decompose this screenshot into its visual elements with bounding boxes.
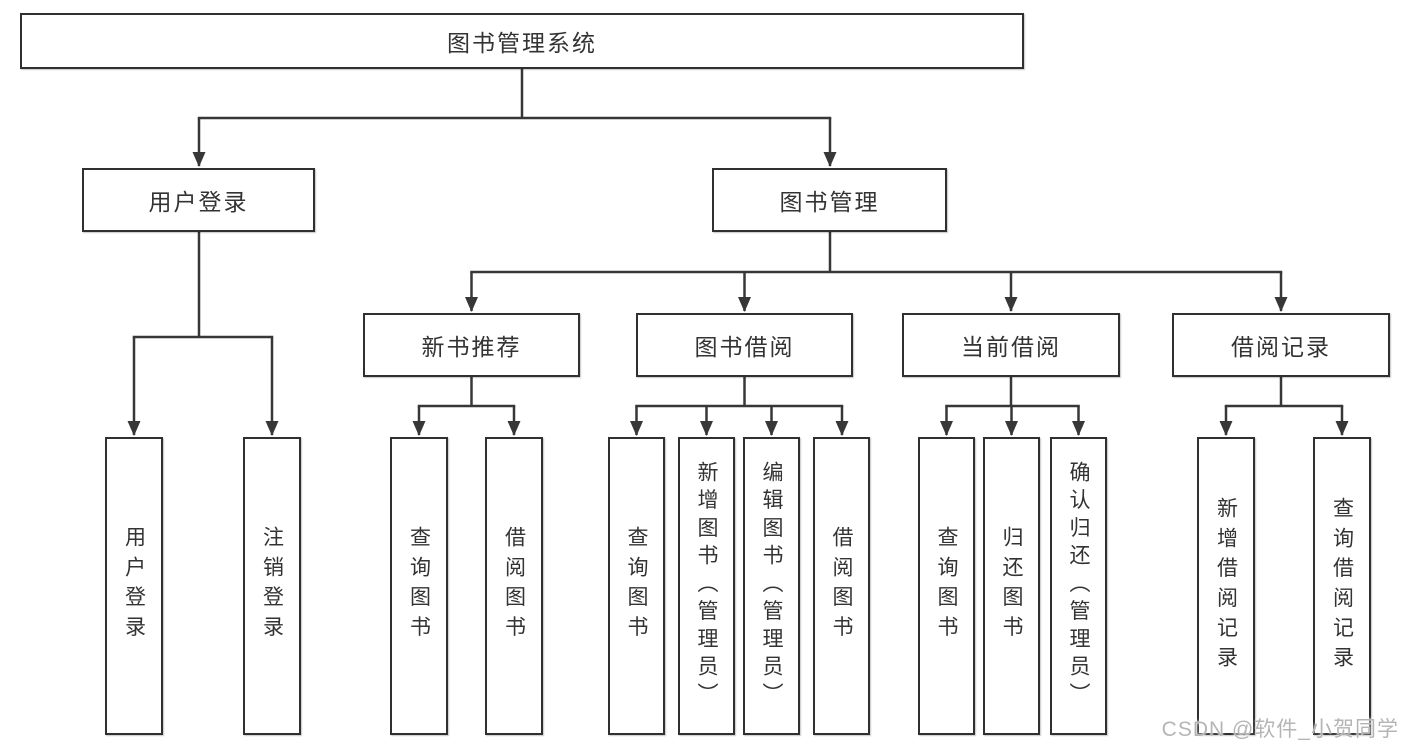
node-label: 图书借阅 bbox=[694, 334, 795, 360]
leaf-label: 编辑图书（管理员） bbox=[760, 461, 783, 711]
node-root-system: 图书管理系统 bbox=[20, 13, 1024, 69]
leaf-borrow-add-admin: 新增图书（管理员） bbox=[678, 437, 735, 735]
leaf-records-query: 查询借阅记录 bbox=[1313, 437, 1371, 735]
node-label: 图书管理 bbox=[779, 189, 880, 215]
edges-book-management-to-level3 bbox=[465, 232, 1288, 312]
leaf-label: 注销登录 bbox=[260, 526, 284, 646]
node-new-book-recommend: 新书推荐 bbox=[363, 313, 580, 377]
leaf-label: 查询图书 bbox=[625, 526, 648, 646]
leaf-records-add: 新增借阅记录 bbox=[1197, 437, 1255, 735]
leaf-newbooks-query: 查询图书 bbox=[390, 437, 448, 735]
edges-new-books-to-leaves bbox=[412, 377, 521, 436]
node-label: 借阅记录 bbox=[1231, 334, 1331, 360]
leaf-user-login: 用户登录 bbox=[105, 437, 163, 735]
leaf-borrow-edit-admin: 编辑图书（管理员） bbox=[743, 437, 800, 735]
leaf-current-return: 归还图书 bbox=[983, 437, 1040, 735]
leaf-logout: 注销登录 bbox=[243, 437, 301, 735]
node-label: 新书推荐 bbox=[421, 334, 522, 360]
leaf-current-confirm-admin: 确认归还（管理员） bbox=[1050, 437, 1107, 735]
leaf-label: 借阅图书 bbox=[502, 526, 526, 646]
edges-user-login-to-leaves bbox=[127, 232, 279, 436]
node-borrow-records: 借阅记录 bbox=[1172, 313, 1390, 377]
node-label: 当前借阅 bbox=[961, 334, 1061, 360]
leaf-label: 归还图书 bbox=[1000, 526, 1023, 646]
node-book-borrow: 图书借阅 bbox=[636, 313, 853, 377]
leaf-label: 新增图书（管理员） bbox=[695, 461, 718, 711]
edges-current-borrow-to-leaves bbox=[940, 377, 1085, 436]
node-current-borrow: 当前借阅 bbox=[902, 313, 1120, 377]
leaf-label: 查询图书 bbox=[407, 526, 431, 646]
leaf-label: 确认归还（管理员） bbox=[1067, 461, 1090, 711]
edges-book-borrow-to-leaves bbox=[630, 377, 849, 436]
node-label: 用户登录 bbox=[148, 189, 249, 215]
leaf-borrow-query: 查询图书 bbox=[608, 437, 665, 735]
leaf-label: 查询借阅记录 bbox=[1330, 496, 1354, 676]
leaf-current-query: 查询图书 bbox=[918, 437, 975, 735]
leaf-newbooks-borrow: 借阅图书 bbox=[485, 437, 543, 735]
node-user-login: 用户登录 bbox=[82, 168, 315, 232]
csdn-watermark: CSDN @软件_小贺同学 bbox=[1161, 718, 1399, 741]
leaf-label: 用户登录 bbox=[122, 526, 146, 646]
leaf-label: 借阅图书 bbox=[830, 526, 853, 646]
edges-borrow-records-to-leaves bbox=[1219, 377, 1349, 436]
node-book-management: 图书管理 bbox=[712, 168, 947, 232]
leaf-borrow-borrow: 借阅图书 bbox=[813, 437, 870, 735]
leaf-label: 新增借阅记录 bbox=[1214, 496, 1238, 676]
node-label: 图书管理系统 bbox=[447, 30, 597, 56]
edges-root-to-level2 bbox=[192, 69, 837, 167]
leaf-label: 查询图书 bbox=[935, 526, 958, 646]
